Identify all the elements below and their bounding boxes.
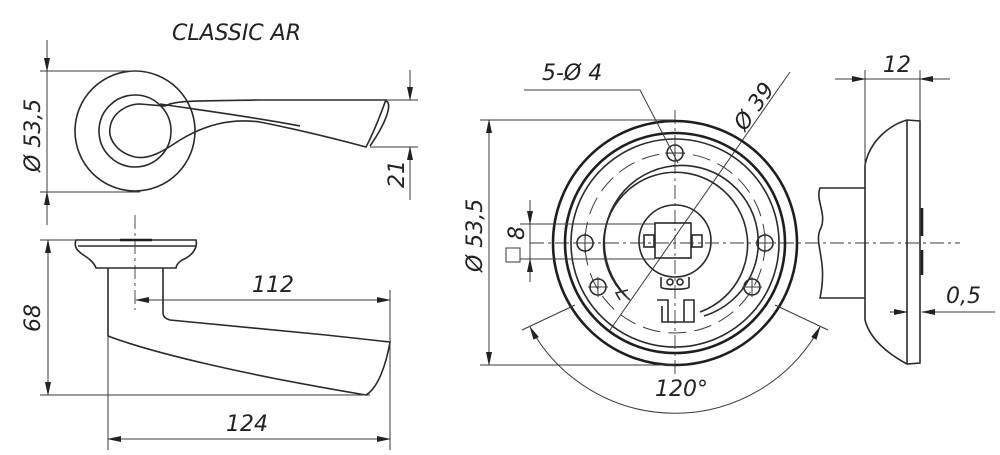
side-handle [107, 268, 391, 396]
rose-inner-ring [98, 94, 172, 168]
side-height-label: 68 [21, 304, 46, 332]
side-rose [74, 239, 198, 269]
reach-label: 112 [252, 273, 294, 298]
hub [638, 204, 712, 278]
depth-label: 12 [883, 53, 911, 78]
profile-view: 12 0,5 [817, 53, 995, 365]
square-hole [654, 222, 692, 259]
handle-thickness-label: 21 [385, 160, 410, 188]
mounting-hole [665, 143, 685, 163]
mounting-holes [575, 143, 775, 297]
handle-twist-line [159, 103, 301, 127]
mounting-hole [755, 233, 775, 253]
drawing-title: CLASSIC AR [172, 21, 301, 46]
angle-arc [529, 326, 821, 414]
handle-top-outline [109, 99, 388, 159]
rose-second-ring [563, 131, 787, 355]
handle-tip [369, 100, 390, 147]
angle-label: 120° [655, 377, 708, 402]
gap-label: 0,5 [946, 284, 981, 309]
side-view: 68 112 124 [21, 215, 391, 450]
mounting-hole [742, 277, 762, 297]
bolt-circle-label: Ø 39 [729, 78, 780, 136]
shaft-stub [817, 187, 865, 299]
top-rose-diameter-label: Ø 53,5 [21, 99, 46, 173]
square-symbol-icon [505, 247, 521, 263]
rosette-diameter-label: Ø 53,5 [463, 199, 488, 273]
mounting-hole [588, 277, 608, 297]
mounting-hole [575, 233, 595, 253]
length-label: 124 [226, 412, 268, 437]
rose-profile [864, 119, 921, 365]
holes-label: 5-Ø 4 [542, 61, 602, 86]
rose-outer-circle [74, 70, 196, 192]
holes-leader [524, 89, 679, 164]
spindle-size-label: 8 [505, 226, 530, 240]
top-view: Ø 53,5 21 [21, 40, 418, 225]
rosette-view: 5-Ø 4 Ø 39 Ø 53,5 8 120° [463, 61, 960, 414]
